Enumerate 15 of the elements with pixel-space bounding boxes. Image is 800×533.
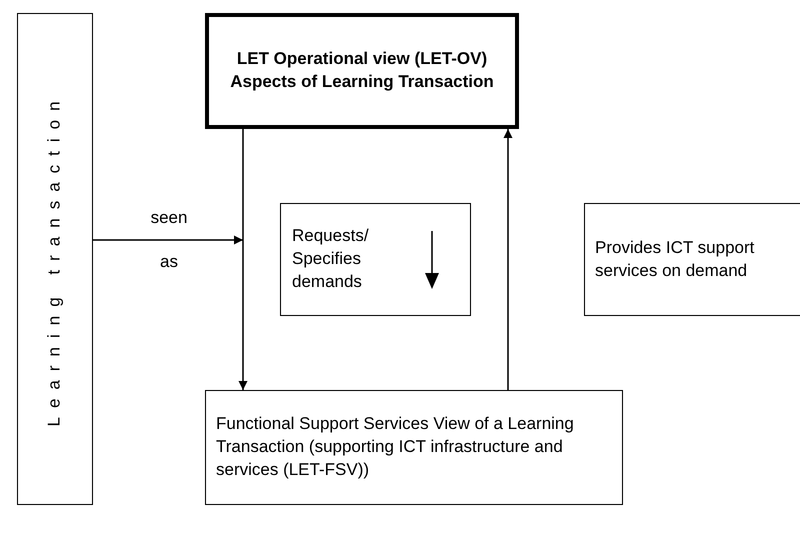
view-box (205, 13, 519, 129)
node-subtitle: Aspects of Learning Transaction (229, 71, 495, 93)
arrow (238, 129, 248, 390)
node-title: LET Operational view (LET-OV) (236, 48, 488, 70)
vertical-box (17, 13, 93, 505)
node-title: Requests/ Specifies demands (291, 225, 370, 293)
node-title: Provides ICT support services on demand (594, 236, 756, 282)
arrow (93, 236, 243, 244)
view-box (205, 390, 623, 505)
node-label: Learning transaction (44, 92, 65, 426)
node-title: Functional Support Services View of a Learning Transaction (supporting ICT infrastructure and services (LET-FSV)) (215, 413, 575, 481)
arrow (504, 129, 512, 390)
edge-label: seen as (150, 207, 188, 273)
note-box (584, 203, 800, 316)
note-box (280, 203, 471, 316)
